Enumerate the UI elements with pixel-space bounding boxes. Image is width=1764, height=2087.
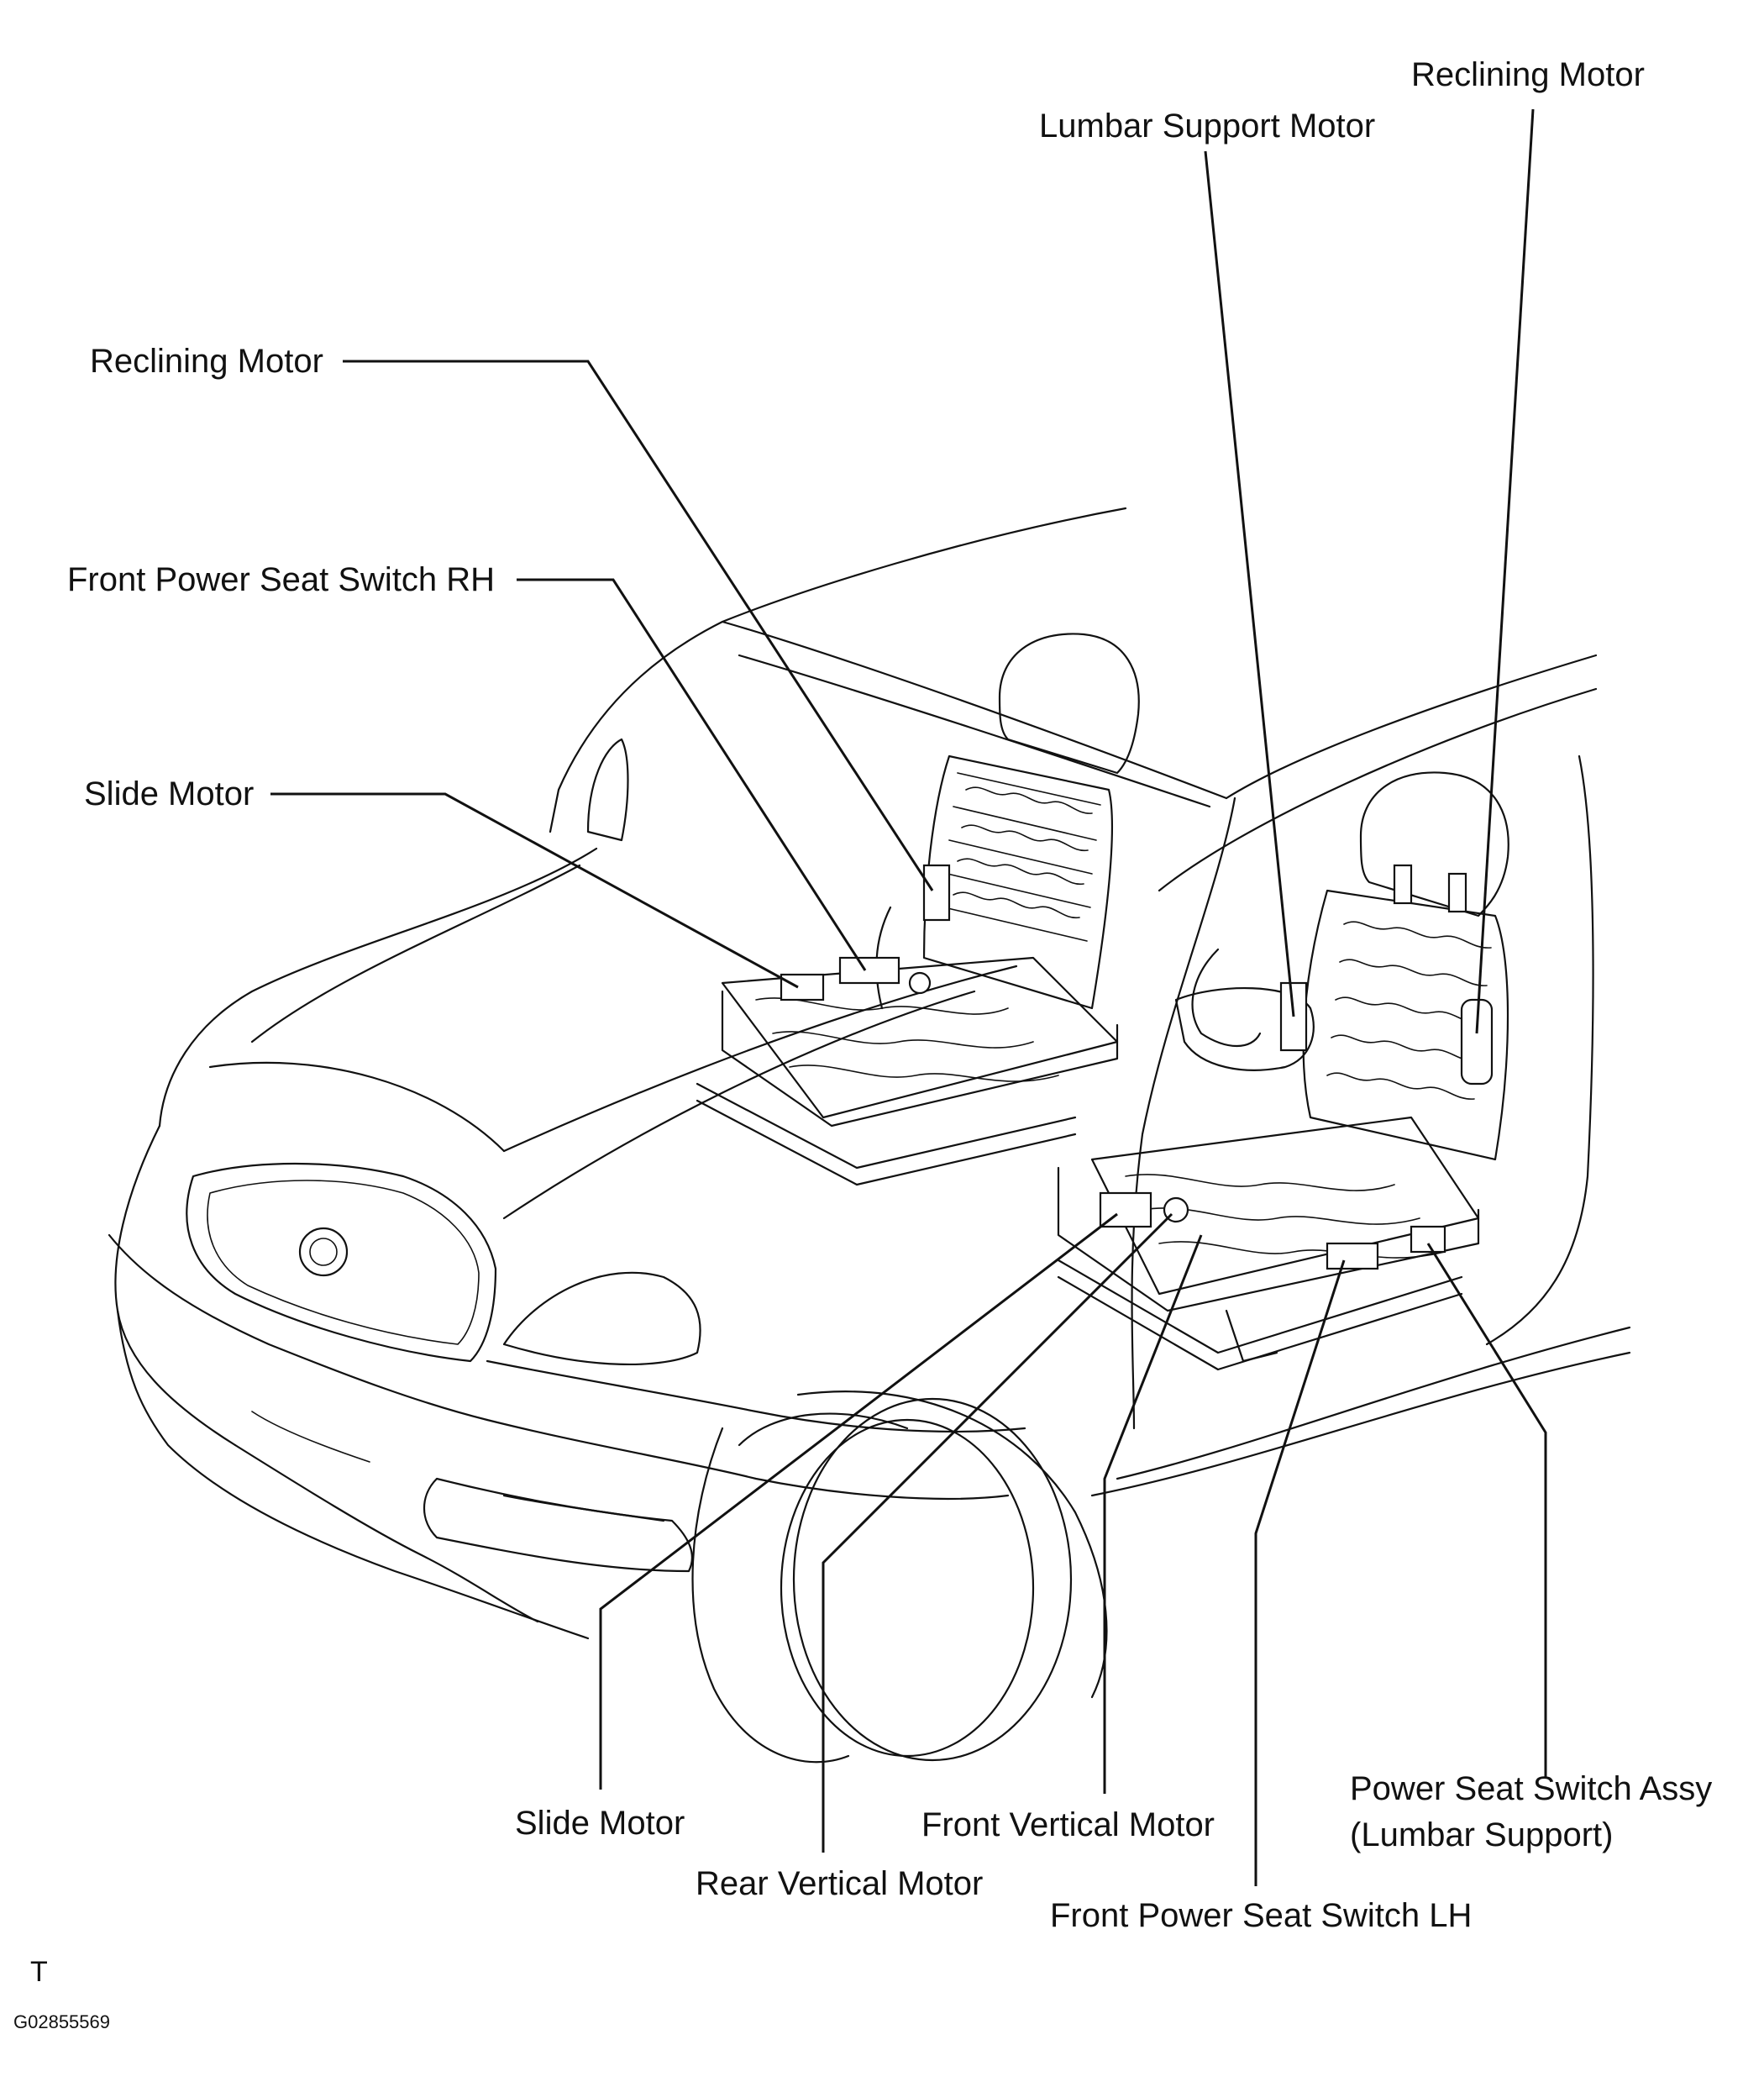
seat-lh: [1057, 771, 1509, 1371]
leader-reclining-motor-rh: [343, 360, 934, 891]
label-front-power-seat-switch-rh: Front Power Seat Switch RH: [67, 561, 495, 598]
footer-mark: T: [30, 1956, 48, 1988]
leader-lumbar-support-motor: [1204, 150, 1295, 1017]
backrest-rh: [922, 754, 1113, 1010]
label-front-vertical-motor: Front Vertical Motor: [921, 1806, 1215, 1843]
figure-footer: T G02855569: [13, 1956, 110, 2032]
reclining-motor-lh-part: [1460, 998, 1494, 1086]
leader-slide-motor-rh: [270, 792, 799, 989]
figure-id: G02855569: [13, 2011, 110, 2032]
label-lumbar-support-motor: Lumbar Support Motor: [1039, 108, 1375, 145]
callout-labels: Reclining Motor Front Power Seat Switch …: [67, 56, 1712, 1934]
label-front-power-seat-switch-lh: Front Power Seat Switch LH: [1050, 1897, 1472, 1934]
label-slide-motor-lh: Slide Motor: [515, 1805, 685, 1842]
backrest-lh: [1302, 889, 1509, 1161]
leader-front-vertical-motor: [1103, 1234, 1203, 1794]
leader-power-seat-switch-assy: [1426, 1243, 1547, 1777]
leader-slide-motor-lh: [599, 1212, 1118, 1790]
headrest-rh: [998, 633, 1140, 775]
lumbar-switch-part: [1410, 1225, 1446, 1254]
leader-reclining-motor-lh: [1475, 108, 1535, 1034]
switch-rh-part: [838, 956, 900, 985]
leader-rear-vertical-motor: [822, 1212, 1173, 1853]
slide-motor-rh-part: [780, 973, 825, 1001]
vehicle-outline: [108, 507, 1631, 1764]
seat-rh: [696, 633, 1140, 1186]
label-power-seat-switch-assy-note: (Lumbar Support): [1350, 1816, 1613, 1853]
headrest-lh: [1359, 771, 1509, 917]
leader-front-power-seat-switch-rh: [517, 578, 867, 971]
switch-lh-part: [1326, 1242, 1379, 1270]
leader-lines: [270, 108, 1547, 1886]
label-rear-vertical-motor: Rear Vertical Motor: [696, 1865, 983, 1902]
label-reclining-motor-lh: Reclining Motor: [1411, 56, 1645, 93]
label-slide-motor-rh: Slide Motor: [84, 775, 254, 812]
label-reclining-motor-rh: Reclining Motor: [90, 343, 323, 380]
leader-front-power-seat-switch-lh: [1254, 1259, 1346, 1886]
label-power-seat-switch-assy: Power Seat Switch Assy: [1350, 1770, 1712, 1807]
reclining-motor-rh-part: [922, 864, 951, 922]
